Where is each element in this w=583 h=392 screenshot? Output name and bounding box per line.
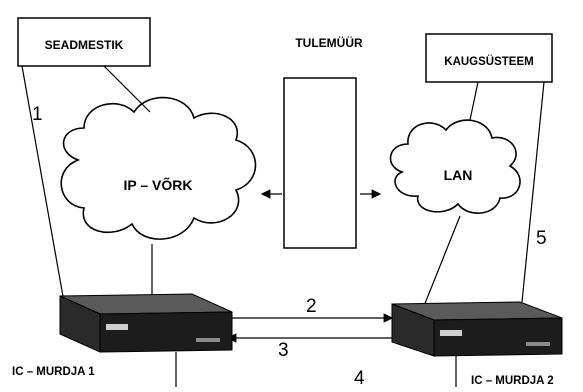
- link-kaugsusteem-device2: [521, 81, 545, 303]
- link-lan-device2: [423, 215, 461, 307]
- connection-number-1: 1: [32, 104, 43, 125]
- link-kaugsusteem-lan: [469, 81, 479, 121]
- connection-lines: [21, 65, 545, 387]
- connection-number-2: 2: [306, 296, 317, 317]
- ic-breaker-1-label: IC – MURDJA 1: [12, 366, 95, 378]
- ic-breaker-1-device: [59, 293, 233, 353]
- ic-breaker-2-label: IC – MURDJA 2: [471, 375, 554, 387]
- firewall-wall: [283, 77, 357, 249]
- connection-number-3: 3: [278, 340, 289, 361]
- kaugsusteem-box: KAUGSÜSTEEM: [425, 33, 553, 83]
- lan-label: LAN: [444, 167, 473, 183]
- kaugsusteem-label: KAUGSÜSTEEM: [444, 55, 533, 68]
- ip-network-cloud: IP – VÕRK: [60, 96, 257, 240]
- ip-network-label: IP – VÕRK: [124, 176, 193, 193]
- ic-breaker-2-device: [391, 301, 563, 357]
- connection-number-4: 4: [354, 368, 365, 387]
- firewall-label: TULEMÜÜR: [295, 35, 363, 50]
- link-seadmestik-ipcloud: [103, 65, 151, 113]
- connection-number-5: 5: [536, 228, 547, 249]
- lan-cloud: LAN: [389, 119, 521, 214]
- link-seadmestik-device1: [21, 65, 65, 303]
- seadmestik-label: SEADMESTIK: [45, 38, 124, 52]
- firewall: TULEMÜÜR: [260, 35, 382, 249]
- seadmestik-box: SEADMESTIK: [17, 17, 151, 67]
